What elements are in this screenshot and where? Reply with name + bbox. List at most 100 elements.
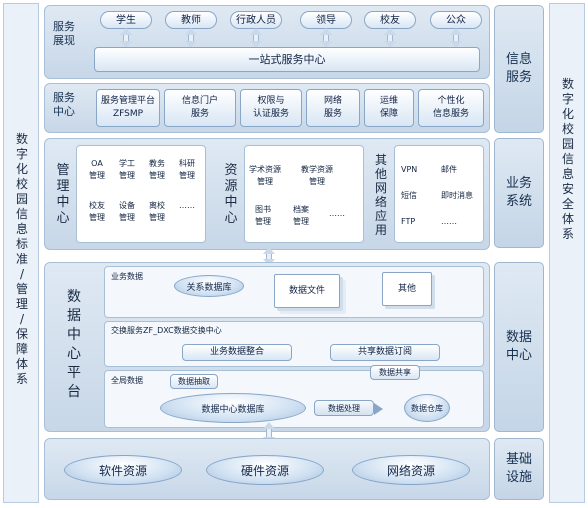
resource-item-3[interactable]: 档案管理 [293, 205, 309, 226]
vertical-char: 化 [15, 161, 28, 176]
vertical-char: 信 [15, 206, 28, 221]
vertical-char: 资 [224, 163, 238, 178]
business-data-integration[interactable]: 业务数据整合 [182, 344, 292, 361]
resource-item-4[interactable]: …… [329, 209, 345, 218]
center-database-label: 数据中心数据库 [201, 404, 265, 415]
other-app-item-4[interactable]: FTP [401, 217, 416, 226]
management-item-2[interactable]: 教务管理 [149, 159, 165, 180]
management-item-5[interactable]: 设备管理 [119, 201, 135, 222]
management-item-7[interactable]: …… [179, 201, 195, 210]
vertical-char: 园 [561, 136, 574, 151]
infrastructure-item-0[interactable]: 软件资源 [64, 455, 182, 485]
data-center-text: 数据中心 [505, 330, 532, 363]
user-type-1[interactable]: 教师 [165, 11, 217, 29]
vertical-char: 心 [56, 211, 70, 226]
other-app-item-3[interactable]: 即时消息 [441, 191, 473, 200]
vertical-char: 管 [15, 281, 28, 296]
resource-center-panel: 学术资源管理教学资源管理图书管理 档案管理 …… [244, 145, 364, 243]
management-item-4[interactable]: 校友管理 [89, 201, 105, 222]
data-center-label: 数据中心 [494, 262, 544, 432]
service-center-item-2[interactable]: 权限与认证服务 [240, 89, 302, 127]
other-app-item-5[interactable]: …… [441, 217, 457, 226]
business-system-text: 业务系统 [505, 176, 532, 209]
business-data-label: 业务数据 [111, 272, 143, 281]
resource-item-0[interactable]: 学术资源管理 [249, 165, 281, 186]
service-center-item-line: ZFSMP [112, 109, 144, 119]
user-arrow [320, 28, 332, 48]
user-type-4[interactable]: 校友 [364, 11, 416, 29]
vertical-char: 台 [67, 384, 81, 400]
vertical-char: 数 [67, 289, 81, 305]
center-database-icon[interactable]: 数据中心数据库 [160, 393, 306, 423]
infrastructure-text: 基础设施 [505, 452, 532, 485]
vertical-char: 中 [56, 195, 70, 210]
data-files-icon[interactable]: 数据文件 [274, 274, 340, 308]
vertical-char: 校 [15, 176, 28, 191]
user-arrow [450, 28, 462, 48]
service-center-item-line: 服务 [323, 109, 342, 119]
vertical-char: 保 [15, 326, 28, 341]
user-type-0[interactable]: 学生 [100, 11, 152, 29]
service-center-item-line: 信息门户 [181, 96, 218, 106]
vertical-char: 化 [561, 106, 574, 121]
other-app-item-2[interactable]: 短信 [401, 191, 417, 200]
data-infra-arrow [263, 422, 275, 444]
vertical-char: 数 [15, 131, 28, 146]
other-apps-title: 其他网络应用 [370, 150, 392, 240]
vertical-char: 中 [224, 195, 238, 210]
other-data-icon[interactable]: 其他 [382, 272, 432, 306]
data-extract[interactable]: 数据抽取 [170, 374, 218, 389]
user-arrow [250, 28, 262, 48]
vertical-char: 园 [15, 191, 28, 206]
service-center-item-4[interactable]: 运维保障 [364, 89, 414, 127]
vertical-char: 其 [374, 153, 387, 167]
management-item-1[interactable]: 学工管理 [119, 159, 135, 180]
user-type-5[interactable]: 公众 [430, 11, 482, 29]
service-center-item-1[interactable]: 信息门户服务 [164, 89, 236, 127]
data-share[interactable]: 数据共享 [370, 365, 420, 380]
vertical-char: 字 [15, 146, 28, 161]
vertical-char: 校 [561, 121, 574, 136]
service-center-item-line: 保障 [379, 109, 398, 119]
user-type-3[interactable]: 领导 [300, 11, 352, 29]
data-processing[interactable]: 数据处理 [314, 400, 374, 416]
one-stop-service-center[interactable]: 一站式服务中心 [94, 47, 480, 72]
other-app-item-1[interactable]: 邮件 [441, 165, 457, 174]
vertical-char: 字 [561, 91, 574, 106]
left-side-panel: 数字化校园信息标准/管理/保障体系 [3, 3, 39, 503]
vertical-char: 息 [561, 166, 574, 181]
data-platform-title: 数据中心平台 [60, 270, 88, 420]
resource-center-title: 资源中心 [220, 150, 242, 240]
management-item-3[interactable]: 科研管理 [179, 159, 195, 180]
vertical-char: 据 [67, 308, 81, 324]
processing-label: 数据处理 [328, 403, 360, 413]
other-apps-panel: VPN 邮件短信 即时消息 FTP …… [394, 145, 484, 243]
resource-item-1[interactable]: 教学资源管理 [301, 165, 333, 186]
service-center-item-5[interactable]: 个性化信息服务 [418, 89, 484, 127]
vertical-char: 体 [561, 211, 574, 226]
vertical-char: 源 [224, 179, 238, 194]
integration-label: 业务数据整合 [209, 347, 264, 357]
infrastructure-item-2[interactable]: 网络资源 [352, 455, 470, 485]
relational-db-icon[interactable]: 关系数据库 [174, 275, 244, 297]
management-center-title: 管理中心 [52, 150, 74, 240]
right-side-panel: 数字化校园信息安全体系 [549, 3, 585, 503]
data-files-label: 数据文件 [288, 285, 325, 296]
subscription-label: 共享数据订阅 [357, 347, 412, 357]
service-center-item-3[interactable]: 网络服务 [306, 89, 360, 127]
vertical-char: 网 [374, 181, 387, 195]
global-data-label: 全局数据 [111, 376, 143, 385]
service-center-item-line: 服务 [190, 109, 209, 119]
one-stop-label: 一站式服务中心 [248, 53, 326, 66]
infrastructure-item-1[interactable]: 硬件资源 [206, 455, 324, 485]
shared-data-subscription[interactable]: 共享数据订阅 [330, 344, 440, 361]
other-app-item-0[interactable]: VPN [401, 165, 418, 174]
data-warehouse-icon[interactable]: 数据仓库 [404, 394, 450, 422]
vertical-char: 标 [15, 236, 28, 251]
management-item-6[interactable]: 离校管理 [149, 201, 165, 222]
user-type-2[interactable]: 行政人员 [230, 11, 282, 29]
resource-item-2[interactable]: 图书管理 [255, 205, 271, 226]
vertical-char: 应 [374, 209, 387, 223]
